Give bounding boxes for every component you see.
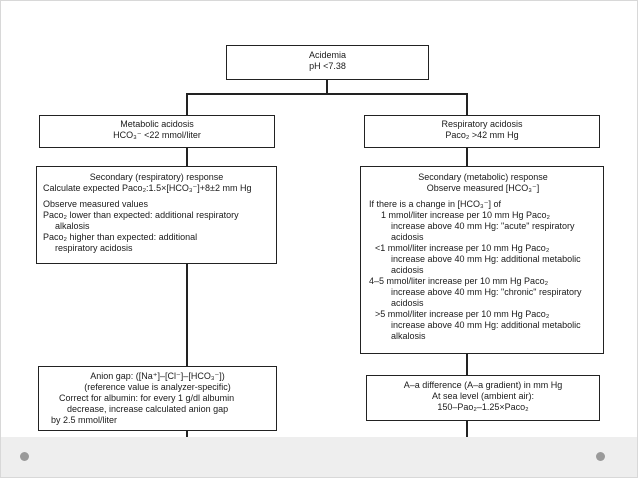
anion-gap-correct-2: decrease, increase calculated anion gap [67, 404, 229, 414]
list-item-line: acidosis [391, 265, 424, 275]
aa-gradient-title: A–a difference (A–a gradient) in mm Hg [403, 380, 563, 390]
anion-gap-correct-3: by 2.5 mmol/liter [51, 415, 118, 425]
anion-gap-correct-1: Correct for albumin: for every 1 g/dl al… [59, 393, 235, 403]
secondary-respiratory-observe: Observe measured values [43, 199, 149, 209]
secondary-respiratory-lower-1: Paco₂ lower than expected: additional re… [43, 210, 239, 220]
list-item-line: increase above 40 mm Hg: "acute" respira… [391, 221, 575, 231]
connector-left-3 [186, 263, 188, 367]
secondary-respiratory-lower-2: alkalosis [55, 221, 90, 231]
secondary-respiratory-higher-2: respiratory acidosis [55, 243, 133, 253]
metabolic-acidosis-box: Metabolic acidosis HCO₃⁻ <22 mmol/liter [39, 115, 275, 148]
list-item: 4–5 mmol/liter increase per 10 mm Hg Pac… [369, 276, 597, 309]
list-item: >5 mmol/liter increase per 10 mm Hg Paco… [369, 309, 597, 342]
anion-gap-title: Anion gap: ([Na⁺]–[Cl⁻]–[HCO₃⁻]) [90, 371, 225, 381]
anion-gap-ref: (reference value is analyzer-specific) [84, 382, 231, 392]
list-item-line: acidosis [391, 298, 424, 308]
connector-right-3 [466, 353, 468, 376]
respiratory-acidosis-box: Respiratory acidosis Paco₂ >42 mm Hg [364, 115, 600, 148]
connector-left-2 [186, 147, 188, 167]
anion-gap-box: Anion gap: ([Na⁺]–[Cl⁻]–[HCO₃⁻]) (refere… [38, 366, 277, 431]
connector-right-1 [466, 93, 468, 116]
secondary-metabolic-title: Secondary (metabolic) response [418, 172, 548, 182]
aa-gradient-formula: 150–Pao₂–1.25×Paco₂ [437, 402, 529, 412]
list-item-line: alkalosis [391, 331, 426, 341]
aa-gradient-sea-level: At sea level (ambient air): [431, 391, 535, 401]
connector-right-2 [466, 147, 468, 167]
respiratory-acidosis-criterion: Paco₂ >42 mm Hg [445, 130, 519, 140]
secondary-respiratory-box: Secondary (respiratory) response Calcula… [36, 166, 277, 264]
aa-gradient-box: A–a difference (A–a gradient) in mm Hg A… [366, 375, 600, 421]
secondary-metabolic-observe: Observe measured [HCO₃⁻] [426, 183, 540, 193]
connector-right-4 [466, 420, 468, 440]
list-item: <1 mmol/liter increase per 10 mm Hg Paco… [369, 243, 597, 276]
list-item-line: increase above 40 mm Hg: additional meta… [391, 254, 581, 264]
acidemia-title: Acidemia [308, 50, 346, 60]
metabolic-acidosis-criterion: HCO₃⁻ <22 mmol/liter [113, 130, 201, 140]
secondary-metabolic-box: Secondary (metabolic) response Observe m… [360, 166, 604, 354]
secondary-respiratory-title: Secondary (respiratory) response [89, 172, 224, 182]
slide-footer [1, 437, 637, 477]
connector-left-4 [186, 430, 188, 440]
secondary-respiratory-higher-1: Paco₂ higher than expected: additional [43, 232, 198, 242]
list-item-line: <1 mmol/liter increase per 10 mm Hg Paco… [375, 243, 550, 253]
slide-left-dot [20, 452, 29, 461]
list-item-line: increase above 40 mm Hg: additional meta… [391, 320, 581, 330]
secondary-metabolic-intro: If there is a change in [HCO₃⁻] of [369, 199, 501, 209]
list-item-line: 4–5 mmol/liter increase per 10 mm Hg Pac… [369, 276, 549, 286]
connector-root-down [326, 79, 328, 94]
acidemia-ph: pH <7.38 [309, 61, 346, 71]
list-item: 1 mmol/liter increase per 10 mm Hg Paco₂… [369, 210, 597, 243]
connector-left-1 [186, 93, 188, 116]
acidemia-box: Acidemia pH <7.38 [226, 45, 429, 80]
metabolic-acidosis-title: Metabolic acidosis [120, 119, 194, 129]
respiratory-acidosis-title: Respiratory acidosis [441, 119, 523, 129]
list-item-line: >5 mmol/liter increase per 10 mm Hg Paco… [375, 309, 550, 319]
list-item-line: 1 mmol/liter increase per 10 mm Hg Paco₂ [381, 210, 551, 220]
list-item-line: increase above 40 mm Hg: "chronic" respi… [391, 287, 582, 297]
connector-branch [186, 93, 467, 95]
secondary-respiratory-calc: Calculate expected Paco₂:1.5×[HCO₃⁻]+8±2… [43, 183, 252, 193]
list-item-line: acidosis [391, 232, 424, 242]
slide-right-dot [596, 452, 605, 461]
